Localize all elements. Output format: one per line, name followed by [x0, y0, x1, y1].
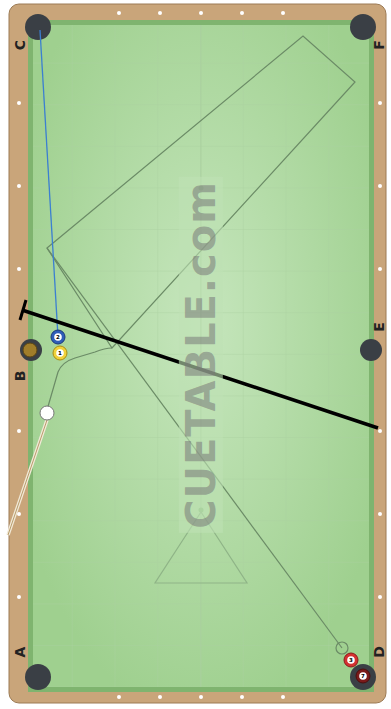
- ball-7: [356, 669, 370, 683]
- object-ball-path: [40, 30, 58, 337]
- pocket-letter: E: [372, 322, 386, 332]
- ball-number: 2: [56, 335, 60, 341]
- pocket-letter: F: [372, 40, 386, 50]
- line-tick: [20, 300, 26, 320]
- pocket-letter: C: [13, 40, 27, 50]
- grid: [33, 25, 369, 687]
- pocket-letter: A: [13, 647, 27, 658]
- ball-number: 7: [361, 674, 365, 680]
- ball-1: [53, 346, 67, 360]
- ball-number: 1: [58, 351, 62, 357]
- pocket-letter: D: [372, 646, 386, 658]
- pockets: [20, 14, 382, 690]
- rail: [9, 4, 386, 703]
- ball-number: 3: [349, 658, 353, 664]
- pocket-letter: B: [13, 371, 27, 382]
- ball-2: [51, 330, 65, 344]
- cushion: [28, 20, 374, 692]
- shot-paths: [47, 36, 355, 654]
- ball-3: [344, 653, 358, 667]
- cue-stick-edge: [8, 420, 47, 535]
- cue-stick: [8, 420, 47, 535]
- cue-ball: [40, 406, 54, 420]
- felt: [33, 25, 369, 687]
- diamond-dots: [17, 11, 382, 699]
- watermark: CUETABLE.com: [179, 177, 223, 533]
